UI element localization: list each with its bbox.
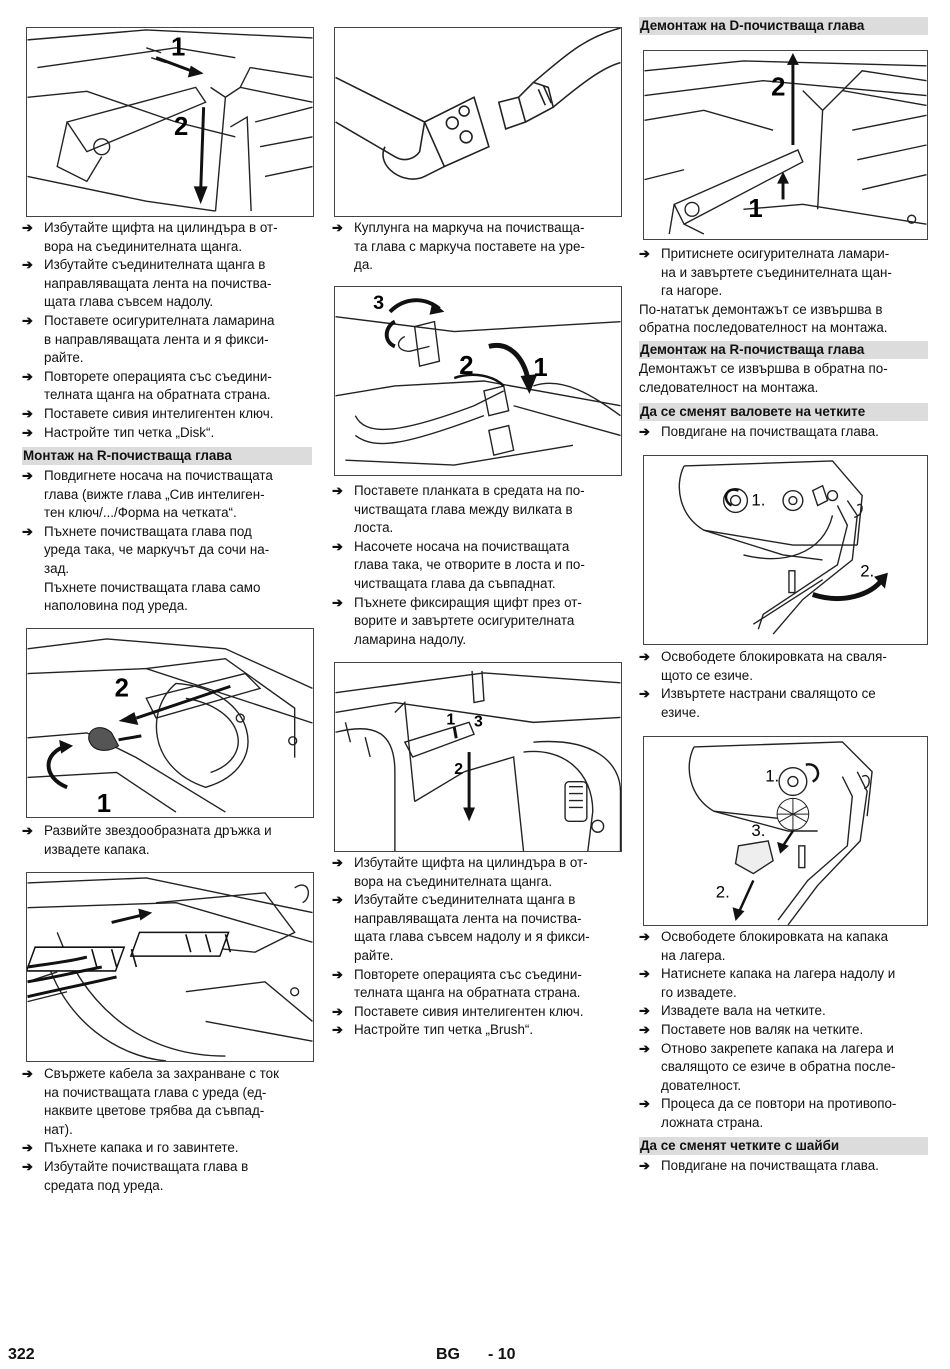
figure-hose-coupling-drawing (335, 28, 621, 180)
figure-cylinder-pin-label-2: 2 (454, 761, 463, 778)
figure-bearing-cover-label-2: 2. (716, 882, 730, 901)
figure-star-knob-label-1: 1 (97, 790, 111, 817)
steps-left-a: Избутайте щифта на цилиндъра в от- вора … (22, 219, 314, 442)
step-item: Свържете кабела за захранване с ток на п… (22, 1065, 314, 1139)
step-item: Повдигнете носача на почистващата глава … (22, 467, 314, 523)
step-item: Избутайте съединителната щанга в направл… (332, 891, 624, 965)
step-item: Настройте тип четка „Brush“. (332, 1021, 624, 1040)
figure-squeegee-flap-label-2: 2. (860, 562, 874, 581)
step-item: Настройте тип четка „Disk“. (22, 424, 314, 443)
step-item: Куплунга на маркуча на почистваща- та гл… (332, 219, 624, 275)
note-text: Демонтажът се извършва в обратна по- сле… (639, 361, 888, 395)
step-item: Избутайте щифта на цилиндъра в от- вора … (332, 854, 624, 891)
figure-bearing-cover: 1. 3. 2. (643, 736, 928, 926)
step-item: Повторете операцията със съедини- телнат… (332, 966, 624, 1003)
step-item: Пъхнете фиксиращия щифт през от- ворите … (332, 594, 624, 650)
language-code: BG (436, 1346, 460, 1363)
figure-cylinder-pin: 1 3 2 (334, 662, 622, 852)
section-header-d-remove: Демонтаж на D-почистваща глава (639, 17, 928, 35)
figure-bearing-cover-drawing: 1. 3. 2. (688, 741, 873, 925)
step-item: Освободете блокировката на капака на лаг… (639, 928, 931, 965)
steps-middle-a: Куплунга на маркуча на почистваща- та гл… (332, 219, 624, 275)
figure-d-head-removal-label-2: 2 (771, 74, 785, 102)
section-header-r-mount: Монтаж на R-почистваща глава (22, 447, 312, 465)
figure-bearing-cover-label-3: 3. (751, 821, 765, 840)
figure-star-knob-label-2: 2 (115, 674, 129, 702)
step-item: Развийте звездообразната дръжка и изваде… (22, 822, 314, 859)
step-item: Отново закрепете капака на лагера и свал… (639, 1040, 931, 1096)
step-item: Поставете планката в средата на по- чист… (332, 482, 624, 538)
figure-cylinder-pin-drawing: 1 3 2 (335, 670, 621, 851)
steps-left-d: Свържете кабела за захранване с ток на п… (22, 1065, 314, 1195)
step-item: Поставете сивия интелигентен ключ. (332, 1003, 624, 1022)
step-item: Освободете блокировката на сваля- щото с… (639, 648, 931, 685)
figure-squeegee-flap-label-1: 1. (751, 490, 765, 509)
steps-middle-b: Поставете планката в средата на по- чист… (332, 482, 624, 649)
note-right-b: Демонтажът се извършва в обратна по- сле… (639, 360, 931, 397)
step-item: Насочете носача на почистващата глава та… (332, 538, 624, 594)
figure-star-knob-drawing: 2 1 (27, 638, 313, 817)
figure-pin-coupling: 1 2 (26, 27, 314, 217)
figure-lever-bracket: 3 2 1 (334, 286, 622, 476)
figure-lever-bracket-label-3: 3 (373, 292, 384, 314)
figure-lever-bracket-label-2: 2 (459, 352, 473, 380)
figure-squeegee-flap-drawing: 1. 2. (678, 460, 888, 635)
figure-lever-bracket-drawing: 3 2 1 (335, 292, 621, 466)
figure-pin-coupling-drawing: 1 2 (27, 29, 313, 212)
step-item: Избутайте щифта на цилиндъра в от- вора … (22, 219, 314, 256)
section-page-number: - 10 (488, 1346, 516, 1363)
figure-squeegee-flap: 1. 2. (643, 455, 928, 645)
page-number: 322 (8, 1346, 35, 1363)
step-item: Пъхнете почистващата глава под уреда так… (22, 523, 314, 579)
figure-hose-coupling (334, 27, 622, 217)
figure-pin-coupling-label-2: 2 (174, 113, 188, 141)
step-item: Поставете осигурителната ламарина в напр… (22, 312, 314, 368)
section-header-r-remove: Демонтаж на R-почистваща глава (639, 341, 928, 359)
section-header-discs: Да се сменят четките с шайби (639, 1137, 928, 1155)
figure-cylinder-pin-label-1: 1 (446, 711, 455, 728)
step-item: Избутайте съединителната щанга в направл… (22, 256, 314, 312)
steps-right-d: Освободете блокировката на капака на лаг… (639, 928, 931, 1133)
step-item: Повдигане на почистващата глава. (639, 1157, 931, 1176)
step-item: Натиснете капака на лагера надолу и го и… (639, 965, 931, 1002)
step-item: Притиснете осигурителната ламари- на и з… (639, 245, 931, 301)
step-item: Поставете сивия интелигентен ключ. (22, 405, 314, 424)
figure-lever-bracket-label-1: 1 (533, 354, 547, 382)
steps-left-c: Развийте звездообразната дръжка и изваде… (22, 822, 314, 859)
steps-right-e: Повдигане на почистващата глава. (639, 1157, 931, 1176)
figure-cable-connector-drawing (27, 877, 313, 1061)
figure-d-head-removal-label-1: 1 (748, 195, 762, 223)
step-note: Пъхнете почистващата глава само наполови… (44, 579, 261, 614)
figure-bearing-cover-label-1: 1. (765, 767, 779, 786)
step-item: Избутайте почистващата глава в средата п… (22, 1158, 314, 1195)
step-item: Процеса да се повтори на противопо- ложн… (639, 1095, 931, 1132)
steps-right-c: Освободете блокировката на сваля- щото с… (639, 648, 931, 722)
step-item: Повдигане на почистващата глава. (639, 423, 931, 442)
figure-star-knob: 2 1 (26, 628, 314, 818)
steps-right-b: Повдигане на почистващата глава. (639, 423, 931, 442)
step-item: Извъртете настрани свалящото се езиче. (639, 685, 931, 722)
step-item: Пъхнете капака и го завинтете. (22, 1139, 314, 1158)
steps-left-b: Повдигнете носача на почистващата глава … (22, 467, 314, 616)
figure-cylinder-pin-label-3: 3 (474, 713, 483, 730)
note-text: По-нататък демонтажът се извършва в обра… (639, 301, 888, 336)
figure-cable-connector (26, 872, 314, 1062)
figure-d-head-removal-drawing: 2 1 (644, 52, 927, 235)
steps-right-a: Притиснете осигурителната ламари- на и з… (639, 245, 931, 338)
section-header-rollers: Да се сменят валовете на четките (639, 403, 928, 421)
step-item: Повторете операцията със съедини- телнат… (22, 368, 314, 405)
figure-d-head-removal: 2 1 (643, 50, 928, 240)
step-item: Извадете вала на четките. (639, 1002, 931, 1021)
steps-middle-c: Избутайте щифта на цилиндъра в от- вора … (332, 854, 624, 1040)
figure-pin-coupling-label-1: 1 (171, 34, 185, 62)
step-item: Поставете нов валяк на четките. (639, 1021, 931, 1040)
